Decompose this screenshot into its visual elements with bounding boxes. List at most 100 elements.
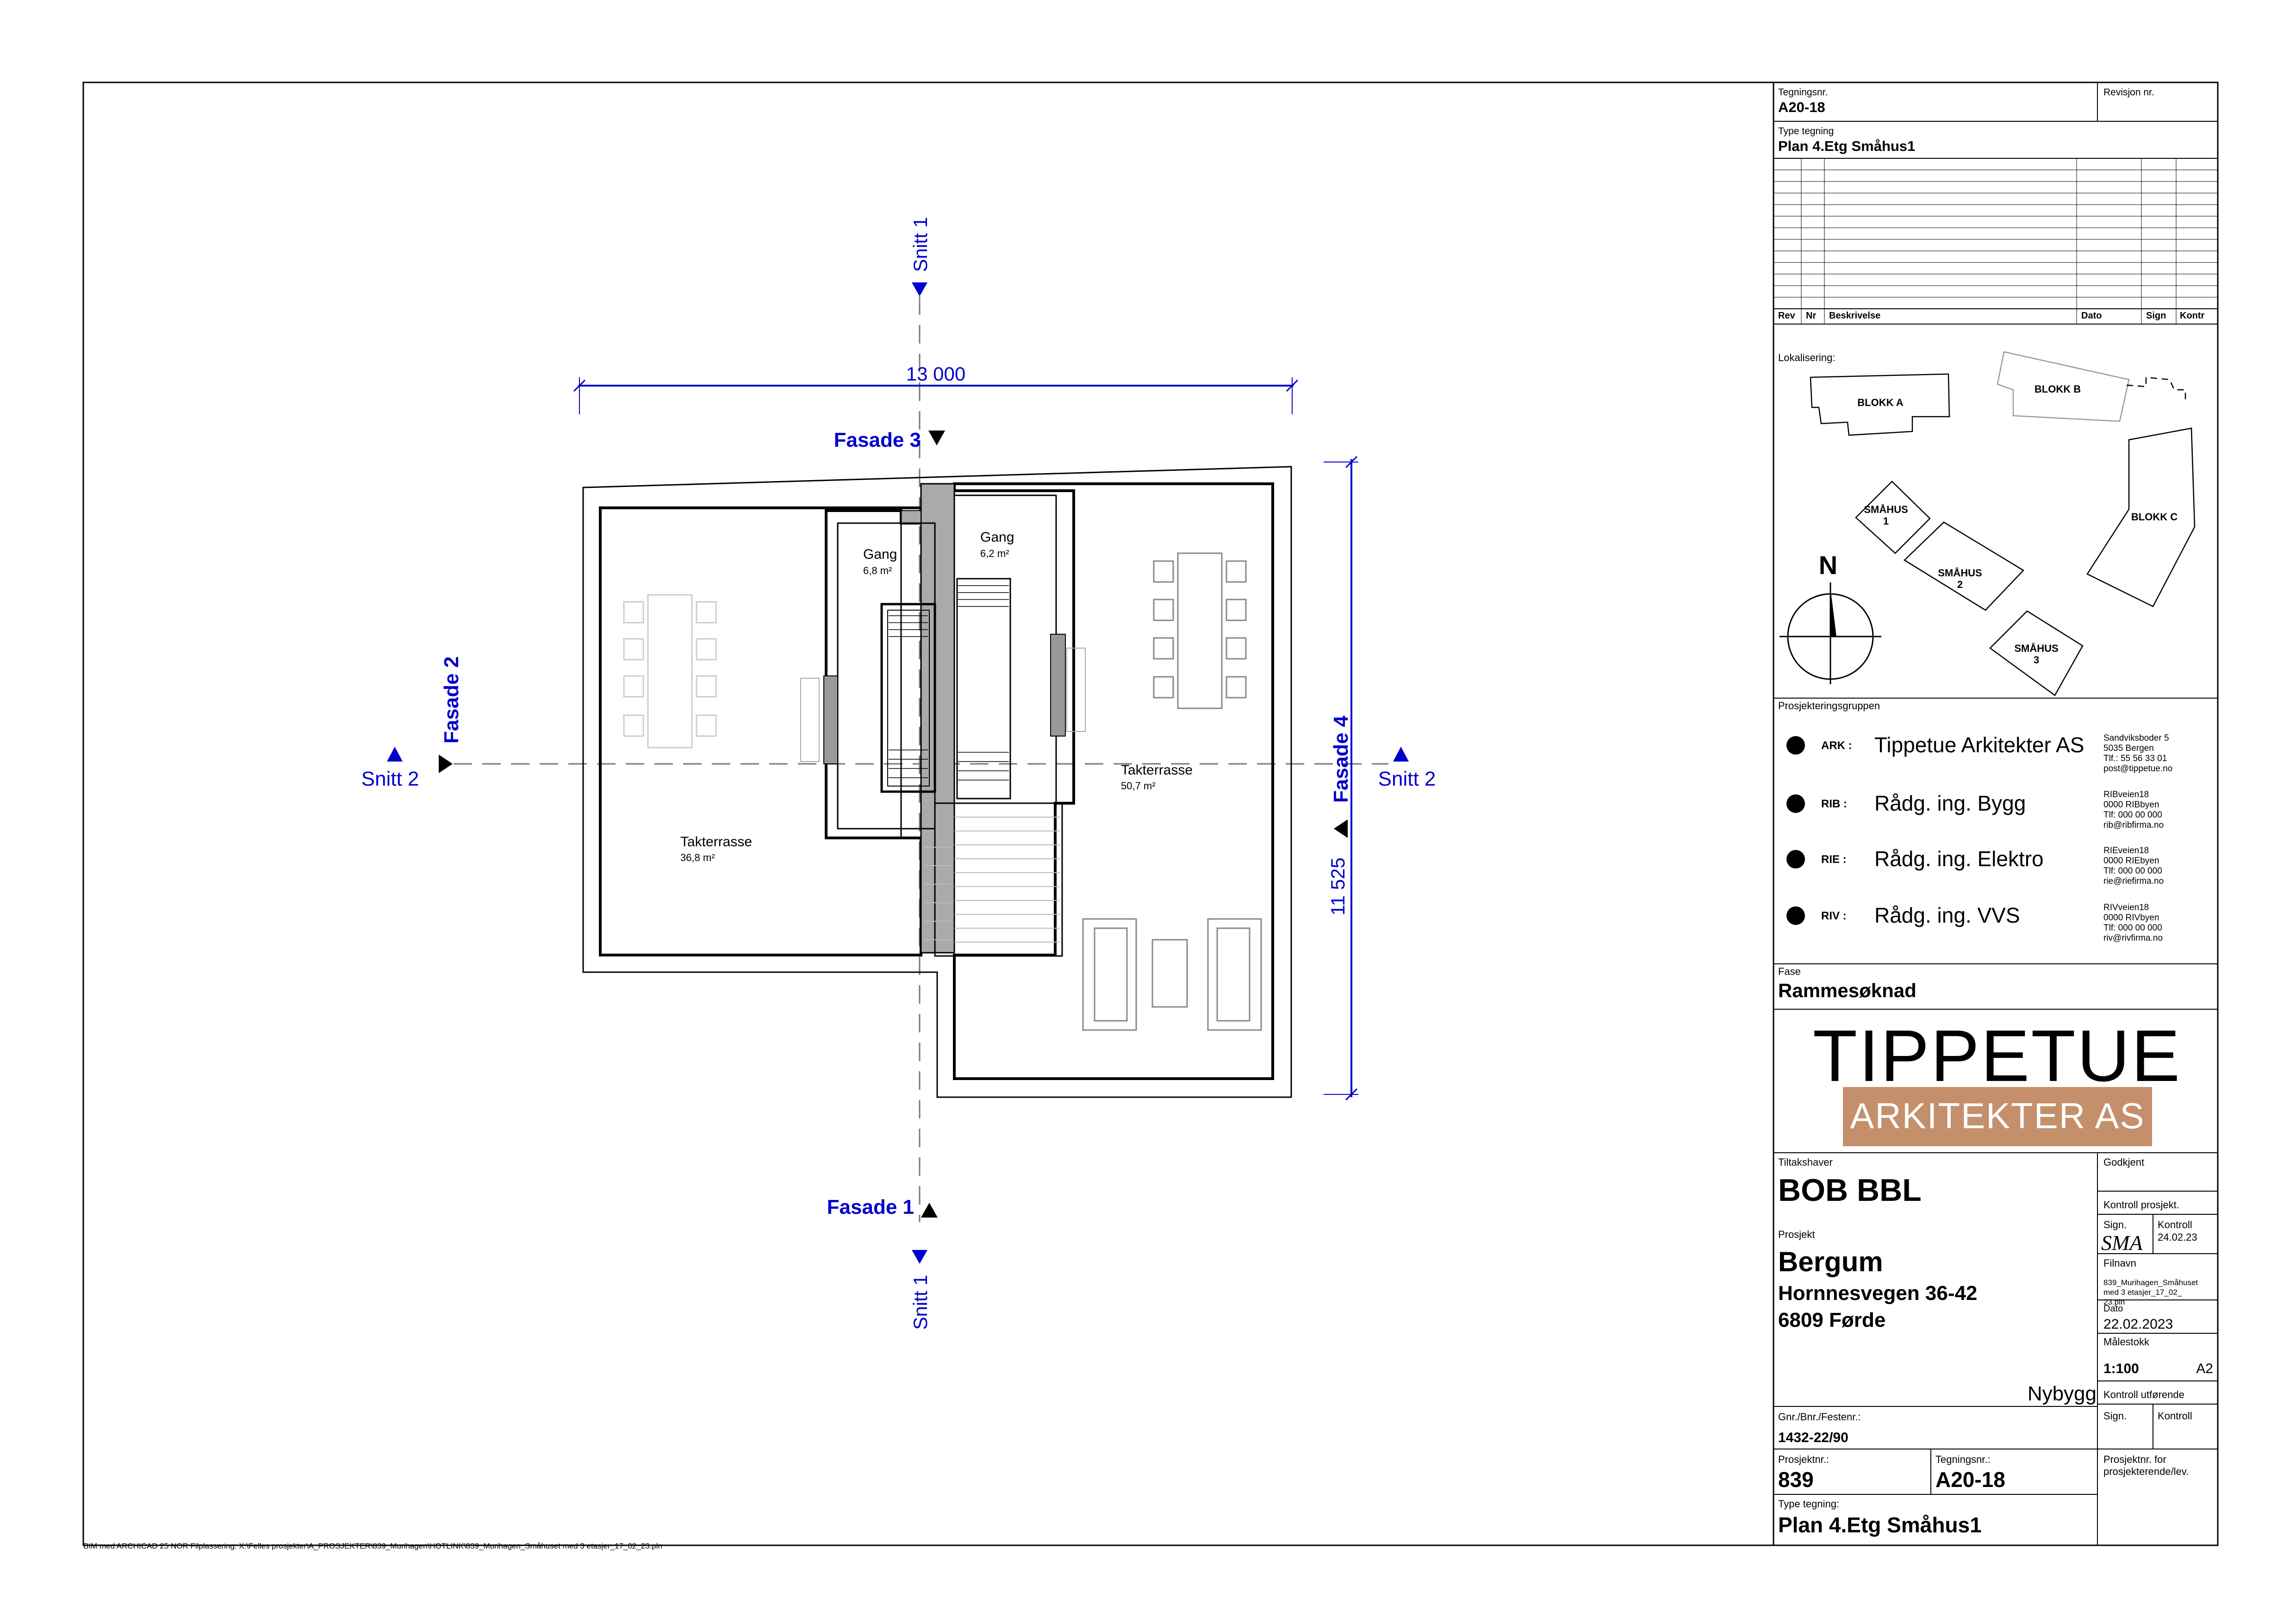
revision-table [1773,158,2218,324]
site-map [1810,351,2196,696]
lounge-set [1082,918,1262,1031]
svg-text:0000 RIVbyen: 0000 RIVbyen [2103,913,2159,923]
svg-text:Tlf: 000 00 000: Tlf: 000 00 000 [2103,810,2162,820]
fasade-4-marker: Fasade 4 [1330,715,1352,838]
svg-text:RIE :: RIE : [1821,853,1847,866]
approved-label: Godkjent [2103,1156,2144,1168]
project-address-1: Hornnesvegen 36-42 [1778,1282,1977,1305]
scale-value: 1:100 [2103,1361,2139,1376]
svg-text:Rådg. ing. VVS: Rådg. ing. VVS [1874,903,2020,927]
map-label: SMÅHUS [2014,642,2058,654]
svg-text:Tlf: 000 00 000: Tlf: 000 00 000 [2103,923,2162,933]
date-value: 22.02.2023 [2103,1317,2173,1332]
project-label: Prosjekt [1778,1229,1815,1240]
build-type: Nybygg [2028,1382,2097,1405]
left-stair-room [825,510,902,839]
project-address-2: 6809 Førde [1778,1309,1885,1331]
svg-text:N: N [1819,550,1837,580]
bullet-icon [1786,794,1805,813]
kontroll2-label: Kontroll [2158,1410,2192,1422]
svg-text:Tippetue Arkitekter AS: Tippetue Arkitekter AS [1874,733,2084,757]
svg-text:riv@rivfirma.no: riv@rivfirma.no [2103,933,2163,943]
team-rib: RIB : Rådg. ing. Bygg RIBveien18 0000 RI… [1786,790,2164,830]
client-value: BOB BBL [1778,1173,1922,1208]
drawing-no2: A20-18 [1935,1468,2005,1492]
room-name: Gang [980,530,1014,545]
bullet-icon [1786,906,1805,925]
north-arrow-icon: N [1780,550,1881,684]
svg-text:ARKITEKTER AS: ARKITEKTER AS [1850,1095,2145,1136]
map-label: BLOKK C [2131,511,2178,523]
gnr-value: 1432-22/90 [1778,1430,1848,1445]
svg-text:RIVveien18: RIVveien18 [2103,903,2149,912]
dining-set-left [623,594,717,749]
room-name: Gang [863,547,897,562]
map-label: SMÅHUS [1864,503,1908,515]
kontroll-date: 24.02.23 [2158,1231,2197,1243]
room-name: Takterrasse [1121,762,1193,778]
sign2-label: Sign. [2103,1410,2127,1422]
rev-header: Sign [2146,311,2166,321]
filename-line: 839_Murihagen_Småhuset [2103,1278,2198,1287]
project-no: 839 [1778,1468,1814,1492]
svg-text:Fasade 1: Fasade 1 [827,1196,914,1218]
left-stair [880,603,936,793]
svg-text:RIEveien18: RIEveien18 [2103,846,2149,856]
type-value: Plan 4.Etg Småhus1 [1778,138,1915,154]
floor-plan: Gang 6,8 m² Gang 6,2 m² Takterrasse 36,8… [361,217,1436,1330]
drawing-no: A20-18 [1778,99,1825,115]
project-no-for-label: Prosjektnr. for [2103,1454,2166,1465]
bullet-icon [1786,736,1805,755]
svg-text:Snitt 2: Snitt 2 [1378,768,1436,790]
file-path-note: BIM med ARCHICAD 25 NOR Filplassering: X… [83,1542,663,1550]
type2-label: Type tegning: [1778,1498,1839,1510]
room-area: 6,8 m² [863,565,892,576]
svg-text:5035 Bergen: 5035 Bergen [2103,743,2154,753]
client-label: Tiltakshaver [1778,1156,1833,1168]
type-label: Type tegning [1778,126,1834,137]
control-exec-label: Kontroll utførende [2103,1389,2184,1400]
central-core-wall [920,483,955,954]
filename-label: Filnavn [2103,1257,2136,1269]
dining-set-right [1153,552,1247,709]
rev-header: Nr [1806,311,1816,321]
filename-line: med 3 etasjer_17_02_ [2103,1288,2182,1297]
sheet-frame [82,81,2219,1546]
fasade-1-marker: Fasade 1 [827,1196,938,1218]
rev-header: Kontr [2180,311,2205,321]
svg-text:Sandviksboder 5: Sandviksboder 5 [2103,733,2169,743]
svg-text:Fasade 2: Fasade 2 [440,656,463,743]
map-label: SMÅHUS [1938,567,1982,579]
rev-header: Rev [1778,311,1796,321]
svg-text:Snitt 1: Snitt 1 [909,217,931,272]
team-riv: RIV : Rådg. ing. VVS RIVveien18 0000 RIV… [1786,903,2163,943]
project-no-for-label: prosjekterende/lev. [2103,1466,2189,1477]
right-stair [956,578,1011,800]
svg-text:post@tippetue.no: post@tippetue.no [2103,764,2172,774]
map-label: 3 [2034,654,2039,666]
svg-text:0000 RIBbyen: 0000 RIBbyen [2103,800,2159,810]
control-project-label: Kontroll prosjekt. [2103,1199,2179,1211]
svg-text:Tlf.: 55 56 33 01: Tlf.: 55 56 33 01 [2103,754,2167,763]
svg-text:RIBveien18: RIBveien18 [2103,790,2149,800]
dimension-width [573,377,1299,414]
project-no-label: Prosjektnr.: [1778,1454,1829,1465]
rev-header: Beskrivelse [1829,311,1880,321]
room-area: 6,2 m² [980,548,1009,559]
svg-text:RIV :: RIV : [1821,910,1847,922]
team-rie: RIE : Rådg. ing. Elektro RIEveien18 0000… [1786,846,2164,886]
section-1-bottom: Snitt 1 [909,1250,931,1330]
map-label: 2 [1957,579,1963,590]
sign-label: Sign. [2103,1219,2127,1230]
drawing-no2-label: Tegningsnr.: [1935,1454,1991,1465]
localization-label: Lokalisering: [1778,352,1836,363]
drawing-no-label: Tegningsnr. [1778,87,1828,98]
fasade-2-marker: Fasade 2 [439,656,463,773]
section-2-left: Snitt 2 [361,747,419,790]
paper-size: A2 [2196,1361,2213,1376]
gnr-label: Gnr./Bnr./Festenr.: [1778,1411,1861,1423]
map-label: 1 [1883,515,1889,527]
date-label: Dato [2103,1304,2123,1314]
